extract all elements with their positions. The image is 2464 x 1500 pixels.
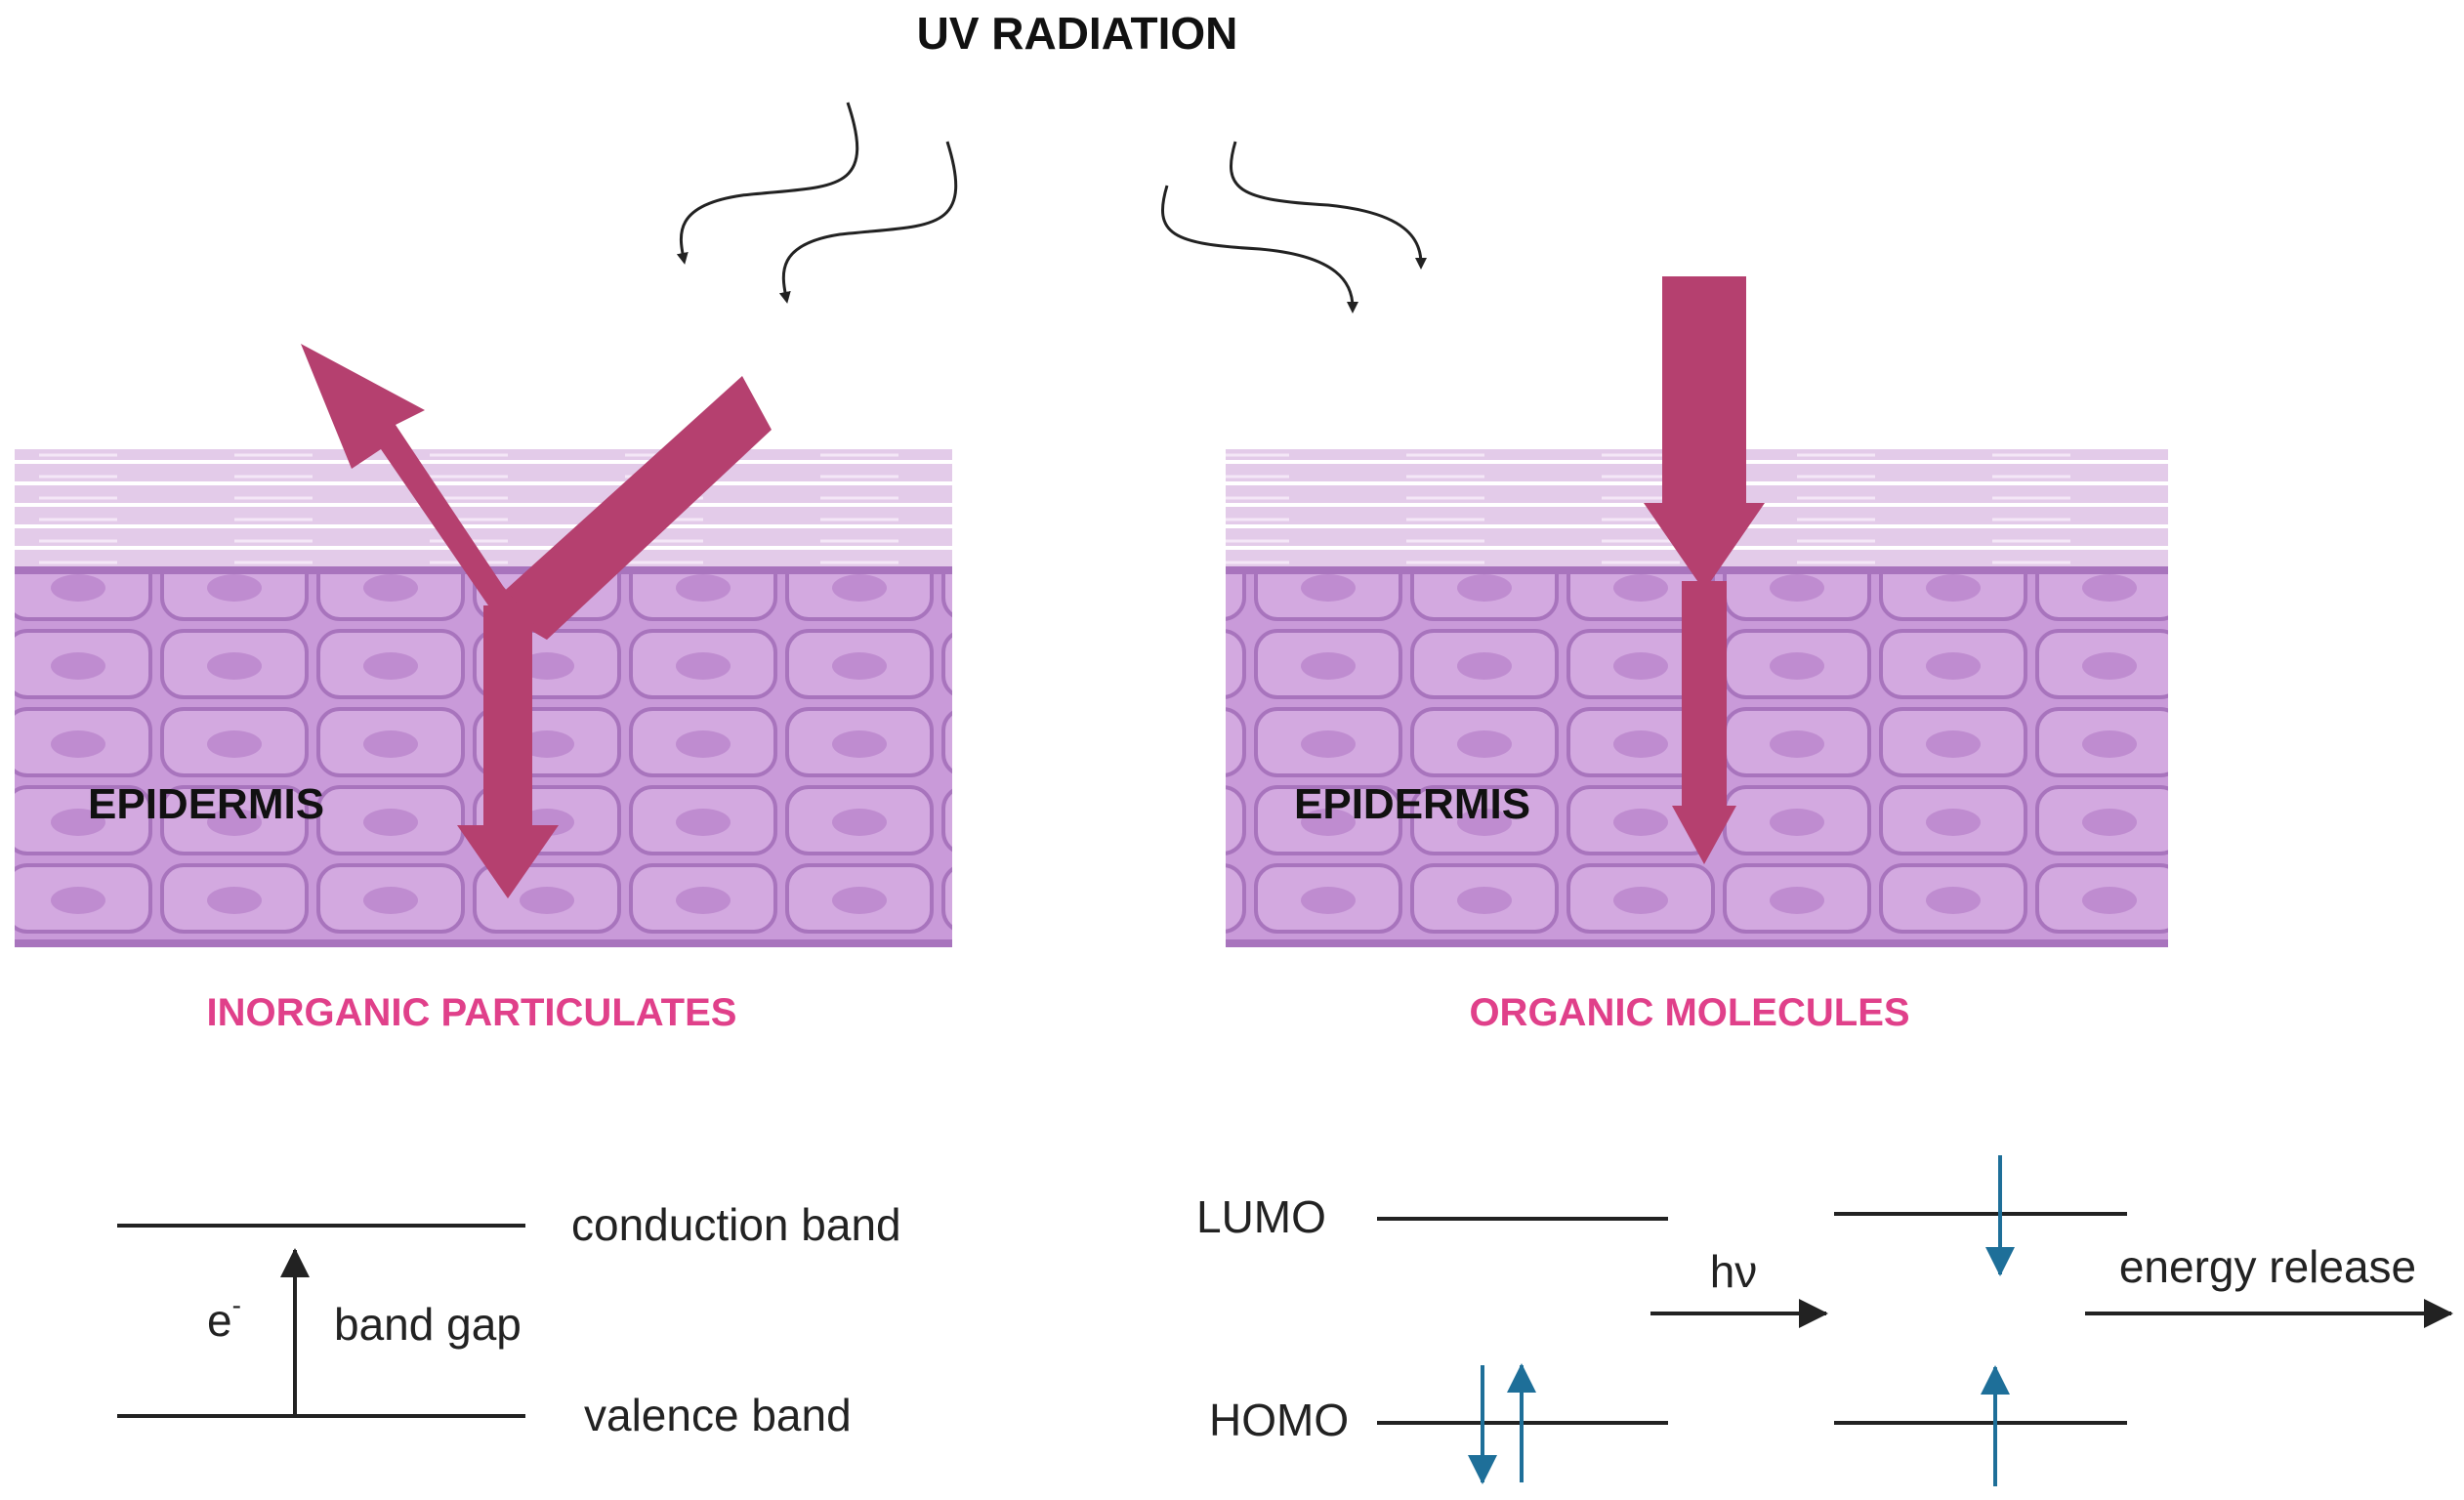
scatter-arrow [301,344,772,898]
arrow-mid-head [1644,503,1765,591]
photon-label: hν [1710,1246,1758,1297]
arrow-head [1672,806,1736,864]
incoming-beam [488,376,772,640]
uv-ray [778,141,958,304]
transmitted-head [457,825,559,898]
valence-band-label: valence band [584,1390,852,1440]
band-gap-diagram: conduction band valence band band gap e- [117,1199,901,1440]
arrow-shaft-top [1662,276,1746,511]
reflected-beam [301,344,547,640]
arrow-shaft-bottom [1682,581,1727,815]
right-epidermis-label: EPIDERMIS [1294,780,1530,828]
uv-ray [676,102,859,265]
uv-ray [1161,185,1358,313]
orbital-diagram: LUMO HOMO hν energy release [1196,1155,2453,1486]
band-gap-label: band gap [334,1299,522,1350]
uv-ray [1230,141,1427,270]
electron-label: e- [207,1290,241,1346]
absorbed-arrow [1644,276,1765,864]
left-caption: INORGANIC PARTICULATES [207,991,737,1034]
lumo-label: LUMO [1196,1191,1326,1242]
transmitted-beam [483,605,532,830]
energy-release-label: energy release [2119,1241,2416,1292]
conduction-band-label: conduction band [571,1199,901,1250]
uv-rays [676,102,1427,313]
left-epidermis-label: EPIDERMIS [88,780,324,828]
homo-label: HOMO [1209,1395,1349,1445]
diagram-title: UV RADIATION [917,8,1238,59]
stratum-corneum [15,449,952,566]
right-caption: ORGANIC MOLECULES [1469,991,1909,1034]
